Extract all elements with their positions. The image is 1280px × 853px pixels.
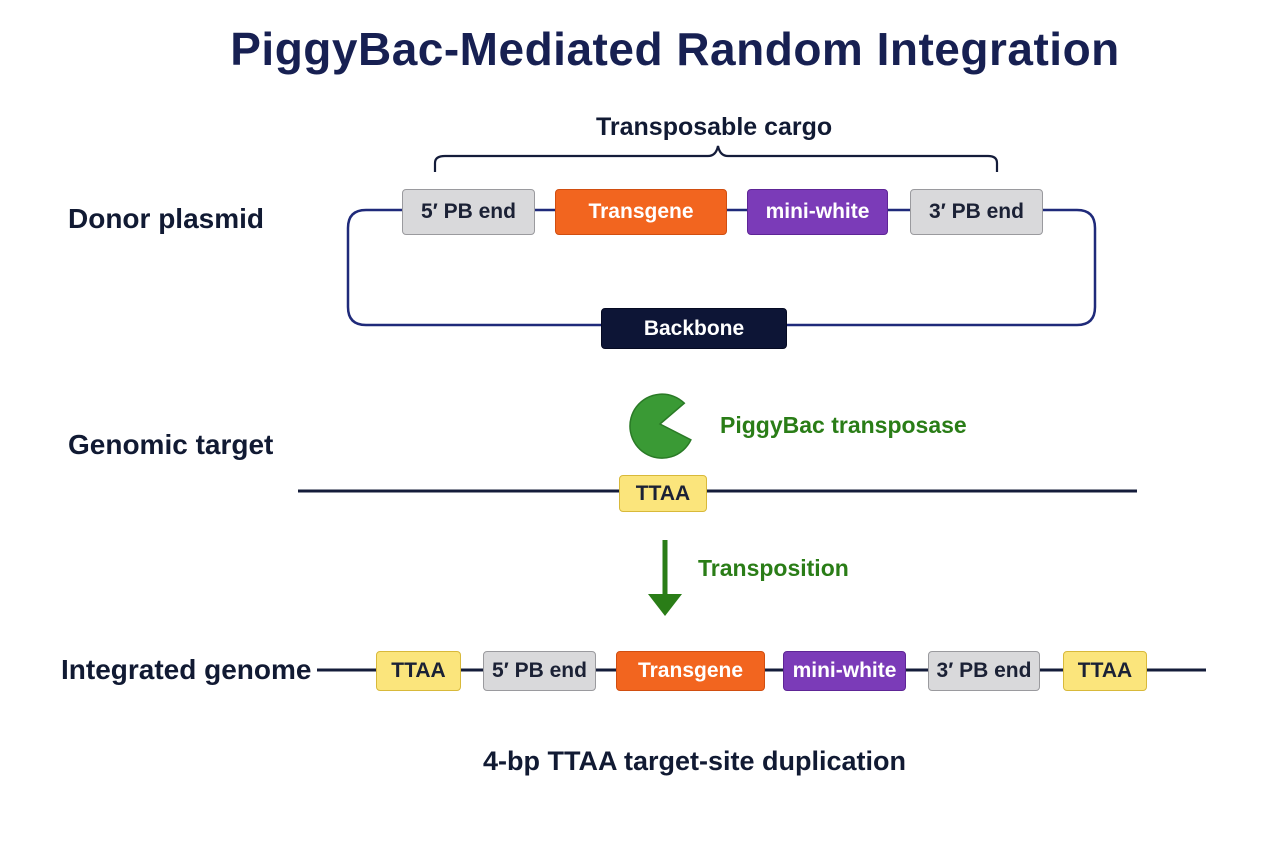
row-label-genomic: Genomic target [68, 429, 274, 460]
footer-caption: 4-bp TTAA target-site duplication [483, 746, 906, 776]
integrated-ttaa-right-box: TTAA [1063, 651, 1147, 691]
integrated-pb3-box: 3′ PB end [928, 651, 1040, 691]
cargo-brace [433, 145, 999, 172]
integrated-pb5-box: 5′ PB end [483, 651, 596, 691]
transposase-icon [629, 393, 692, 459]
donor-pb5-box: 5′ PB end [402, 189, 535, 235]
row-label-donor: Donor plasmid [68, 203, 265, 234]
page-title: PiggyBac-Mediated Random Integration [230, 23, 1120, 75]
row-label-integrated: Integrated genome [61, 654, 312, 685]
donor-backbone-box: Backbone [601, 308, 787, 349]
genomic-ttaa-box: TTAA [619, 475, 707, 512]
transposition-label: Transposition [698, 555, 849, 581]
transposition-arrow-head [648, 594, 682, 616]
transposase-label: PiggyBac transposase [720, 412, 967, 438]
donor-pb3-box: 3′ PB end [910, 189, 1043, 235]
integrated-miniwhite-box: mini-white [783, 651, 906, 691]
donor-miniwhite-box: mini-white [747, 189, 888, 235]
donor-transgene-box: Transgene [555, 189, 727, 235]
cargo-label: Transposable cargo [596, 113, 833, 141]
integrated-ttaa-left-box: TTAA [376, 651, 461, 691]
integrated-transgene-box: Transgene [616, 651, 765, 691]
